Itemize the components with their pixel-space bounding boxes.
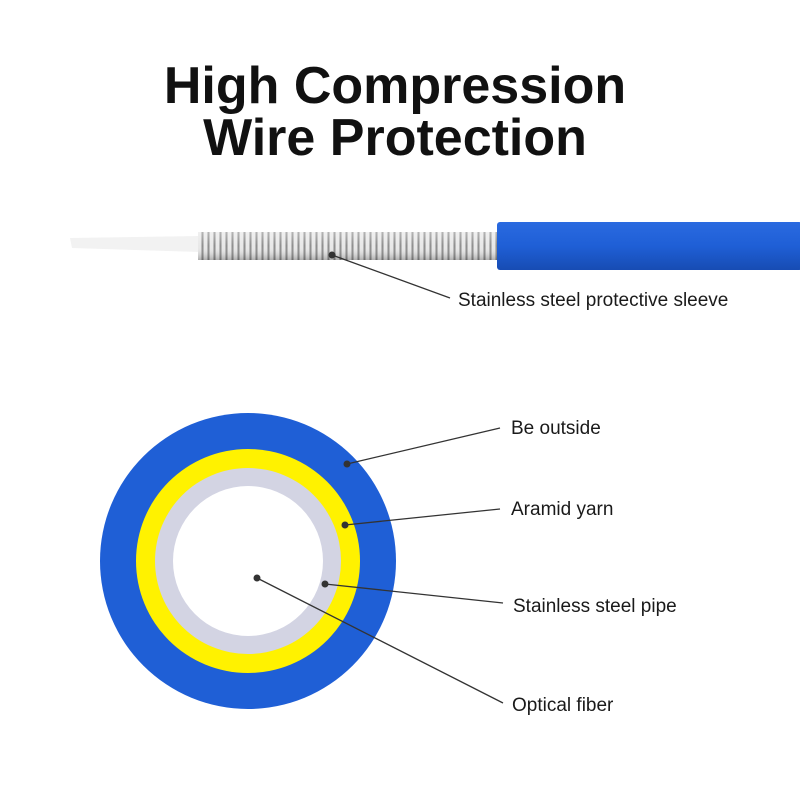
cross-section (100, 413, 396, 709)
optical-fiber-core (173, 486, 323, 636)
bare-fiber (70, 236, 200, 252)
sleeve-shading (198, 232, 500, 260)
sleeve-label: Stainless steel protective sleeve (458, 290, 728, 311)
fiber-label: Optical fiber (512, 695, 614, 716)
blue-outer-jacket (497, 222, 800, 270)
pipe-label: Stainless steel pipe (513, 596, 677, 617)
yarn-leader-line (344, 508, 501, 526)
sleeve-leader-line (331, 254, 451, 299)
fiber-leader-line (256, 577, 504, 704)
cross-section-leaders (253, 427, 504, 704)
title-line-2: Wire Protection (203, 109, 587, 167)
page-title: High Compression Wire Protection (0, 60, 790, 164)
title-line-1: High Compression (163, 57, 627, 115)
sleeve-leader (328, 251, 451, 299)
outer-leader-line (346, 427, 501, 465)
cable-side-view (70, 222, 800, 270)
pipe-leader-line (324, 583, 504, 604)
outer-label: Be outside (511, 418, 601, 439)
yarn-label: Aramid yarn (511, 499, 613, 520)
